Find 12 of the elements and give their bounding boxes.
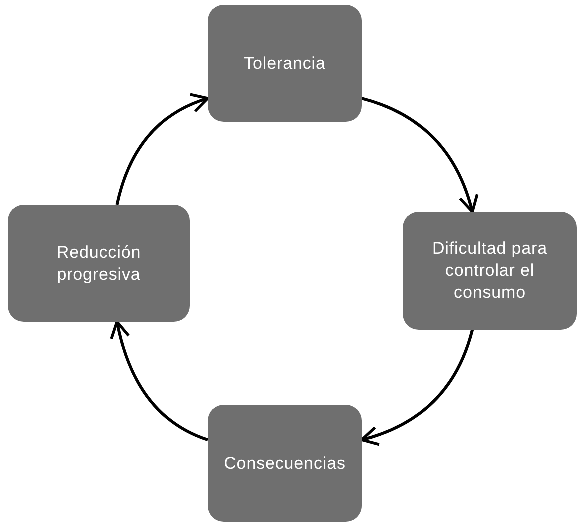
process-box: [8, 205, 190, 322]
box-label: Tolerancia: [244, 52, 326, 74]
process-box: [208, 5, 362, 122]
box-label: Consecuencias: [224, 452, 346, 474]
curved-arrow: [116, 94, 210, 206]
curved-arrow: [110, 320, 209, 442]
box-label: Dificultad para controlar el consumo: [431, 238, 549, 304]
process-box: [208, 405, 362, 522]
curved-arrow: [362, 97, 478, 214]
curved-arrow: [360, 330, 474, 446]
box-label: Reducción progresiva: [56, 242, 142, 286]
process-box: [403, 212, 577, 330]
